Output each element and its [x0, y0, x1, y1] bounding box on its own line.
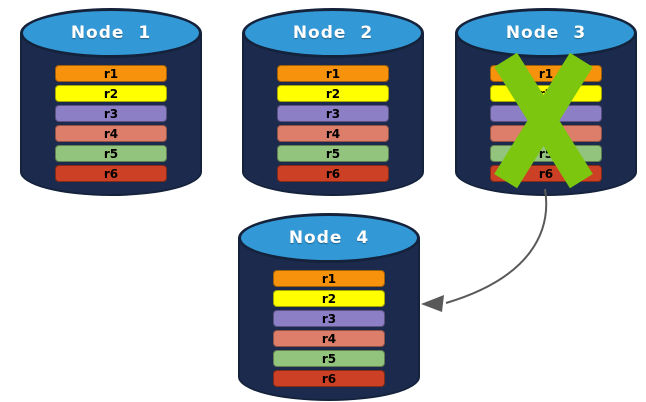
node-4-cylinder: r1 r2 r3 r4 r5 r6 Node 4: [238, 213, 420, 401]
replica-row-r6: r6: [277, 165, 389, 182]
replica-row-r3: r3: [55, 105, 167, 122]
replica-row-r1: r1: [277, 65, 389, 82]
replica-row-r3: r3: [273, 310, 385, 327]
node-1-title: Node 1: [70, 23, 152, 43]
replica-row-r3: r3: [277, 105, 389, 122]
node-1-cylinder-top: Node 1: [20, 8, 202, 58]
replica-row-r6: r6: [55, 165, 167, 182]
replica-row-r5: r5: [277, 145, 389, 162]
replica-row-r6: r6: [273, 370, 385, 387]
node-2-cylinder: r1 r2 r3 r4 r5 r6 Node 2: [242, 8, 424, 196]
replica-row-r2: r2: [273, 290, 385, 307]
node-4-title: Node 4: [288, 228, 370, 248]
node-3-cylinder: r1 r2 r3 r4 r5 r6 Node 3: [455, 8, 637, 196]
failure-x-icon: [455, 8, 637, 196]
replica-row-r5: r5: [55, 145, 167, 162]
node-2-title: Node 2: [292, 23, 374, 43]
failover-arrow-curve: [445, 188, 548, 304]
failover-arrowhead-icon: [421, 295, 444, 312]
node-4-rows: r1 r2 r3 r4 r5 r6: [273, 270, 385, 387]
replica-row-r4: r4: [273, 330, 385, 347]
node-3-title: Node 3: [505, 23, 587, 43]
replica-row-r2: r2: [277, 85, 389, 102]
node-1-cylinder: r1 r2 r3 r4 r5 r6 Node 1: [20, 8, 202, 196]
replica-row-r1: r1: [55, 65, 167, 82]
node-1-rows: r1 r2 r3 r4 r5 r6: [55, 65, 167, 182]
replica-row-r2: r2: [55, 85, 167, 102]
node-2-rows: r1 r2 r3 r4 r5 r6: [277, 65, 389, 182]
node-4-cylinder-top: Node 4: [238, 213, 420, 263]
node-2-cylinder-top: Node 2: [242, 8, 424, 58]
replica-row-r4: r4: [55, 125, 167, 142]
replica-row-r1: r1: [273, 270, 385, 287]
replica-row-r4: r4: [277, 125, 389, 142]
replica-row-r5: r5: [273, 350, 385, 367]
node-3-cylinder-top: Node 3: [455, 8, 637, 58]
